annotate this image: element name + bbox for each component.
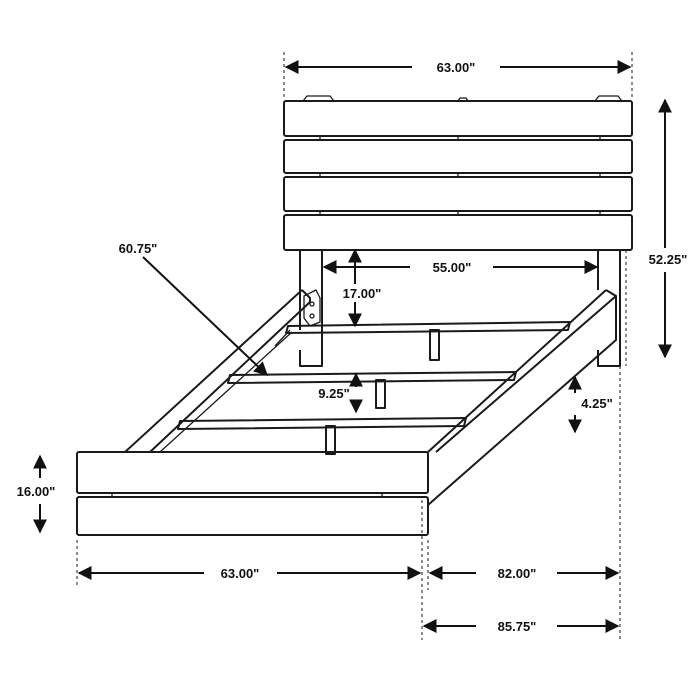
label-inner-width: 55.00" [433, 260, 472, 275]
label-footboard-height: 16.00" [17, 484, 56, 499]
label-headboard-width: 63.00" [437, 60, 476, 75]
footboard [76, 451, 429, 536]
dimension-lines [33, 60, 672, 633]
headboard [283, 95, 633, 367]
label-rail-length: 82.00" [498, 566, 537, 581]
slats [177, 321, 571, 455]
label-headboard-clearance: 17.00" [343, 286, 382, 301]
dimension-labels: 63.00" 52.25" 55.00" 17.00" 60.75" 9.25"… [17, 60, 688, 634]
label-headboard-height: 52.25" [649, 252, 688, 267]
label-slat-height: 9.25" [318, 386, 349, 401]
label-overall-width: 63.00" [221, 566, 260, 581]
label-overall-length: 85.75" [498, 619, 537, 634]
right-side-rail [427, 289, 617, 506]
label-side-rail-height: 4.25" [581, 396, 612, 411]
extension-lines [76, 52, 633, 640]
label-rail-diagonal: 60.75" [119, 241, 158, 256]
bed-drawing [76, 52, 633, 640]
